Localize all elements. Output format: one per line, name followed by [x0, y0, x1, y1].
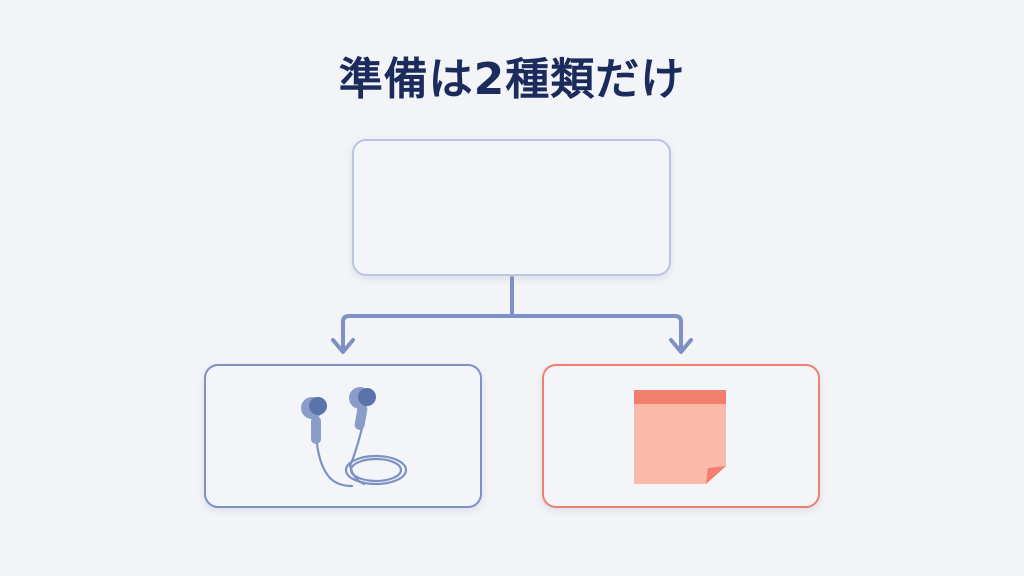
diagram-title: 準備は2種類だけ [338, 54, 686, 105]
sticky-note-icon [634, 390, 726, 484]
earphones-icon [301, 387, 408, 488]
root-box [352, 139, 671, 276]
arrow-right-head [669, 338, 693, 354]
arrow-left-head [331, 338, 355, 354]
connector-crossbar [341, 314, 683, 350]
